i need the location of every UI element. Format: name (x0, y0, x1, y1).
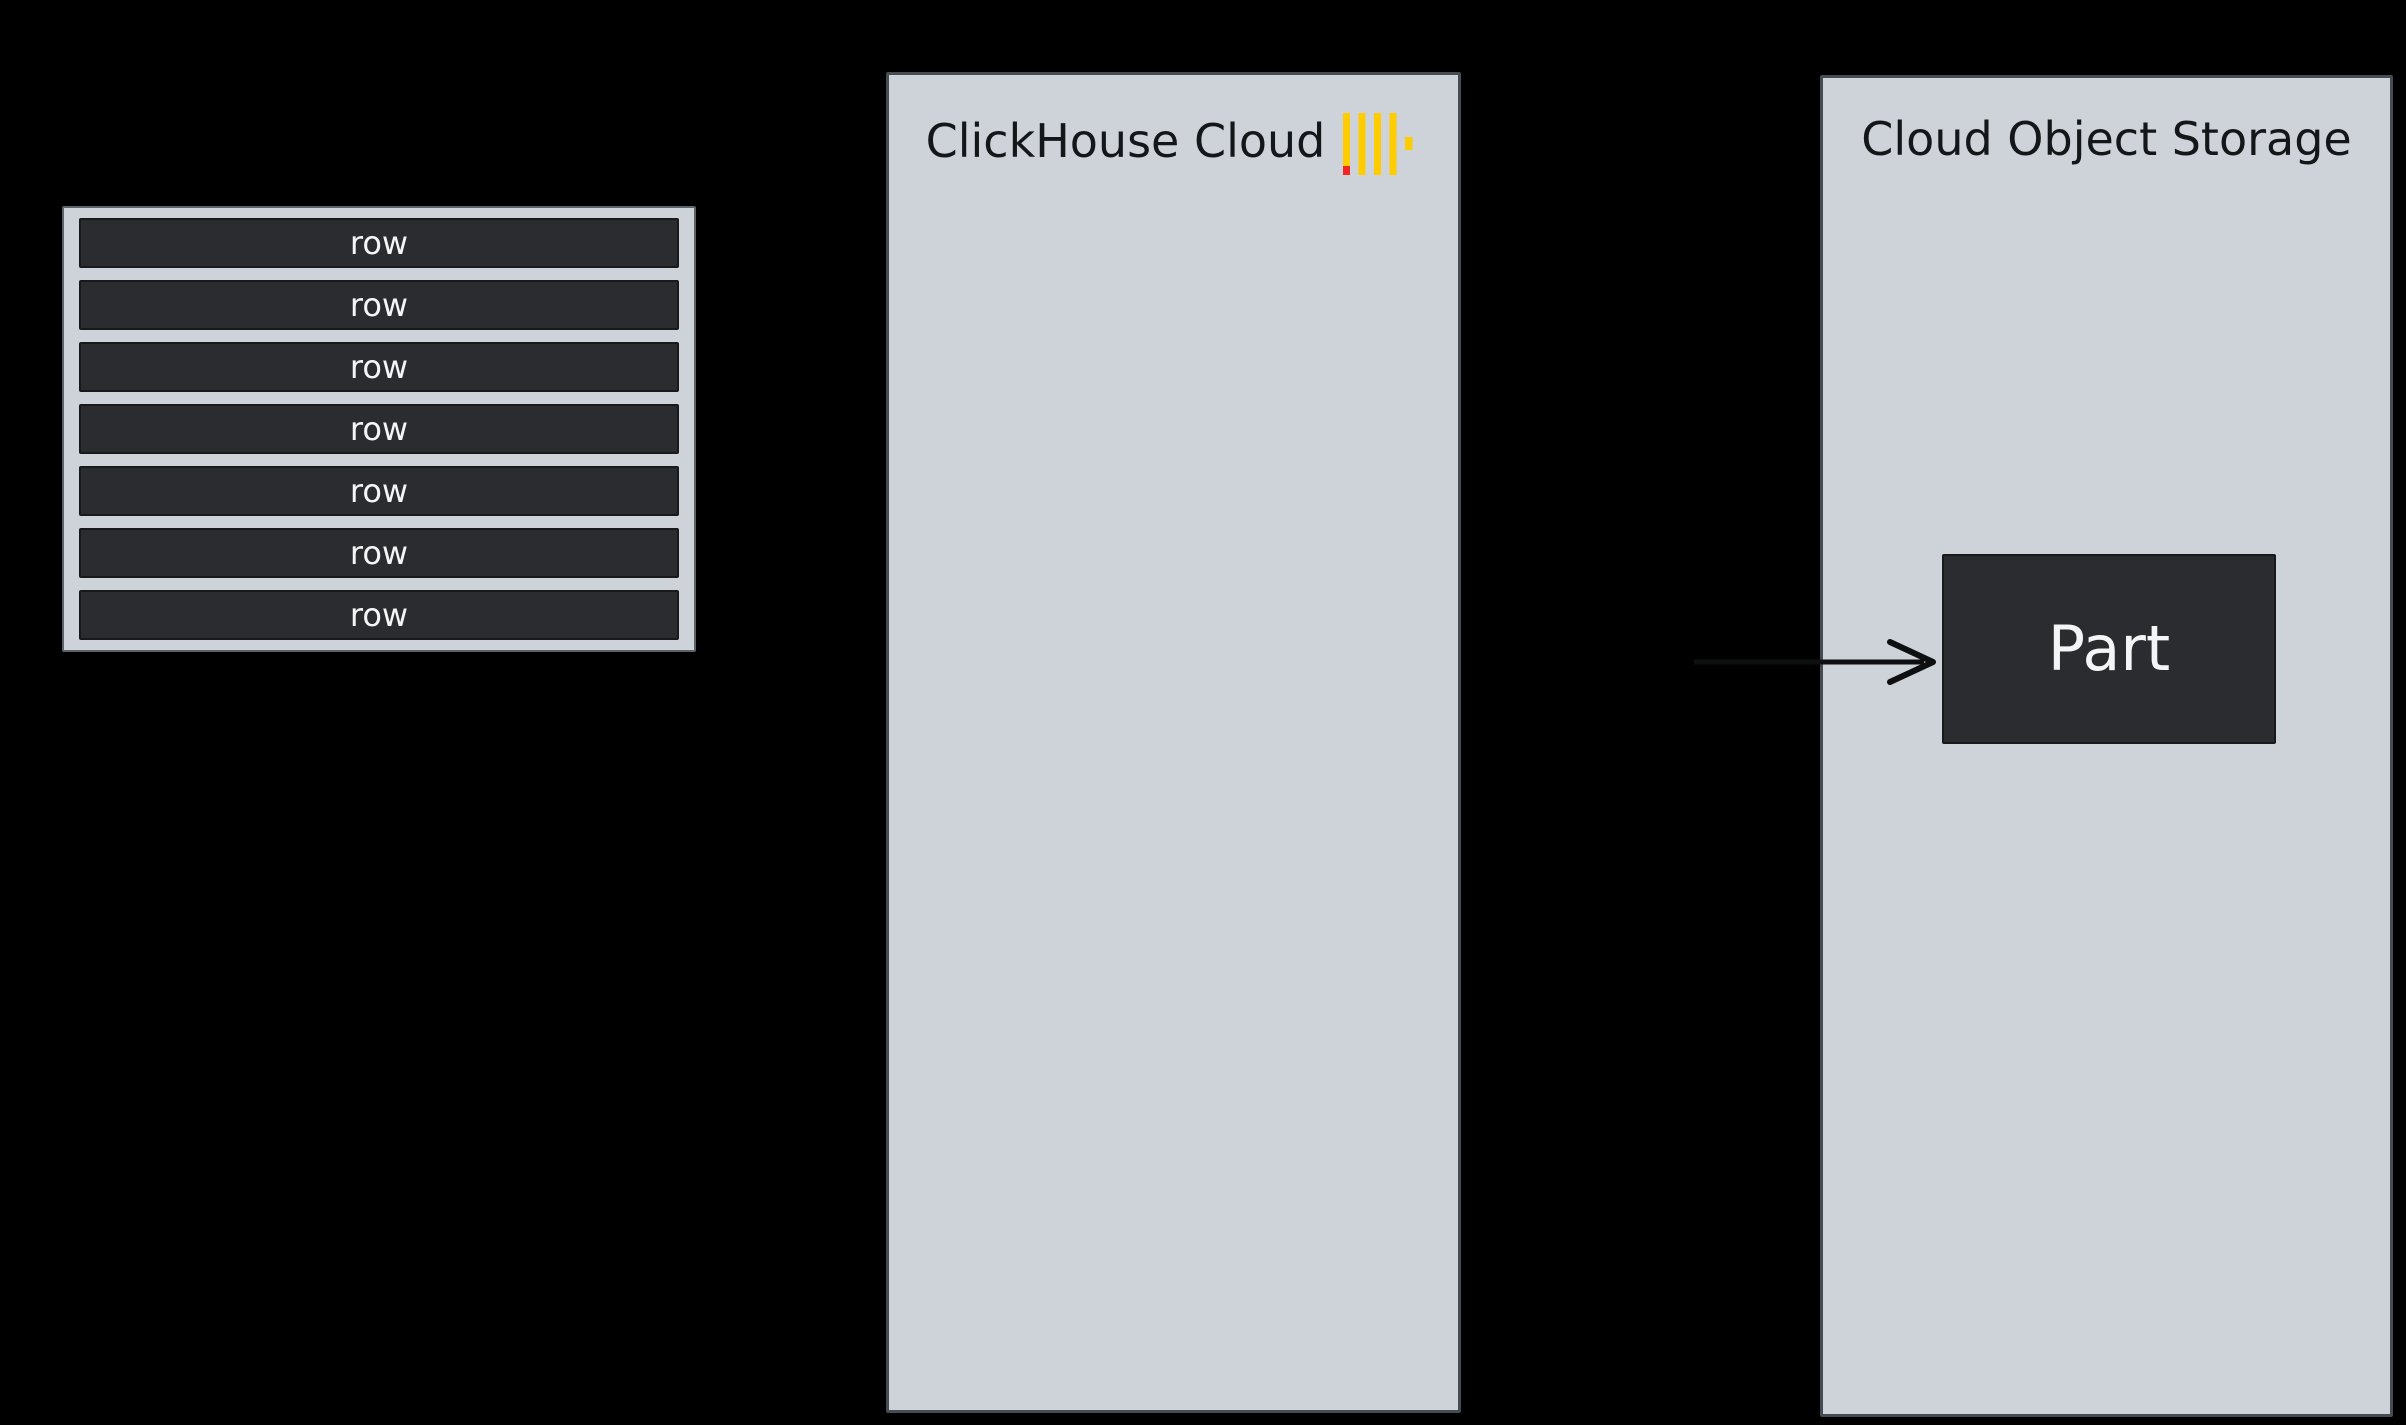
row-label: row (349, 596, 409, 634)
arrow-to-part-icon (1694, 639, 1936, 685)
table-row: row (79, 528, 679, 578)
cloud-object-storage-header: Cloud Object Storage (1823, 112, 2390, 167)
row-label: row (349, 286, 409, 324)
part-label: Part (2047, 612, 2171, 685)
row-table: row row row row row row row (62, 206, 696, 652)
row-label: row (349, 348, 409, 386)
clickhouse-cloud-header: ClickHouse Cloud (889, 107, 1458, 177)
row-label: row (349, 472, 409, 510)
clickhouse-cloud-title: ClickHouse Cloud (925, 114, 1326, 169)
table-row: row (79, 590, 679, 640)
table-row: row (79, 218, 679, 268)
table-row: row (79, 342, 679, 392)
clickhouse-cloud-panel: ClickHouse Cloud (886, 72, 1461, 1413)
row-label: row (349, 534, 409, 572)
table-row: row (79, 404, 679, 454)
row-label: row (349, 410, 409, 448)
cloud-object-storage-title: Cloud Object Storage (1861, 112, 2352, 166)
cloud-object-storage-panel: Cloud Object Storage (1820, 75, 2393, 1417)
clickhouse-logo-icon (1343, 113, 1413, 175)
table-row: row (79, 466, 679, 516)
row-label: row (349, 224, 409, 262)
table-row: row (79, 280, 679, 330)
part-box: Part (1942, 554, 2276, 744)
